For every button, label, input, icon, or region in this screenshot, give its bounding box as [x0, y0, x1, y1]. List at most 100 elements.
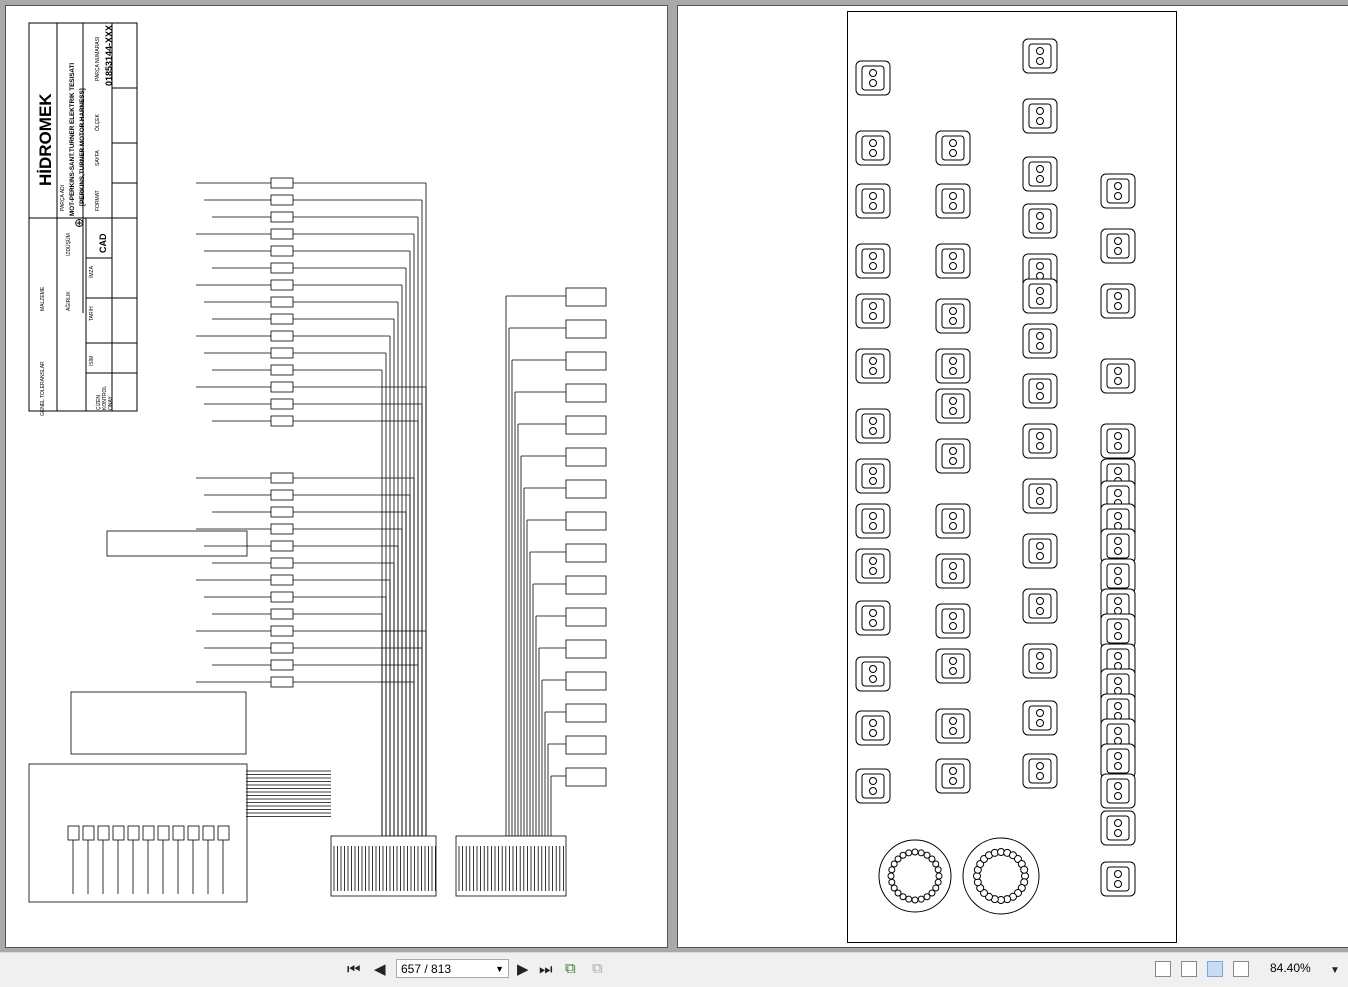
- component: [217, 825, 230, 841]
- pin: [949, 572, 957, 580]
- pin: [949, 357, 957, 365]
- component: [157, 825, 170, 841]
- single-page-view-button[interactable]: [1155, 961, 1171, 977]
- checked-label: KONTROL: [102, 386, 108, 410]
- component: [565, 735, 607, 755]
- pin: [949, 767, 957, 775]
- connector-face: [861, 353, 885, 379]
- pin: [932, 884, 940, 892]
- connector-face: [861, 553, 885, 579]
- component: [270, 676, 294, 688]
- pin: [899, 851, 907, 859]
- component: [270, 211, 294, 223]
- component: [270, 262, 294, 274]
- connector-face: [861, 248, 885, 274]
- pin: [1036, 542, 1044, 550]
- pin: [1036, 762, 1044, 770]
- component: [270, 177, 294, 189]
- pin: [869, 467, 877, 475]
- pin: [1114, 652, 1122, 660]
- part-name-label: PARÇA ADI: [60, 185, 66, 211]
- pin: [869, 149, 877, 157]
- pin: [1114, 367, 1122, 375]
- component: [187, 825, 200, 841]
- connector-face: [1028, 161, 1052, 187]
- pin: [949, 457, 957, 465]
- pin: [1036, 607, 1044, 615]
- zoom-dropdown-icon[interactable]: ▼: [1330, 965, 1340, 976]
- connector-face: [941, 393, 965, 419]
- pin: [1114, 489, 1122, 497]
- next-page-button[interactable]: ▶: [517, 961, 529, 978]
- part-name-line2: [PERKINS,TURNER MOTOR HARNESS]: [79, 88, 86, 206]
- brand-logo: HİDROMEK: [36, 93, 55, 186]
- pin: [1114, 622, 1122, 630]
- component: [270, 625, 294, 637]
- pin: [1114, 819, 1122, 827]
- connector-face: [1106, 778, 1130, 804]
- pin: [949, 202, 957, 210]
- pin: [949, 612, 957, 620]
- pin: [1036, 222, 1044, 230]
- pin: [1114, 829, 1122, 837]
- component: [565, 287, 607, 307]
- component: [270, 347, 294, 359]
- pin: [1036, 597, 1044, 605]
- pin: [1036, 287, 1044, 295]
- continuous-view-button[interactable]: [1181, 961, 1197, 977]
- go-back-view-icon[interactable]: ⧉: [565, 960, 576, 977]
- pin: [949, 262, 957, 270]
- chevron-down-icon[interactable]: ▼: [495, 964, 504, 974]
- pdf-page-right: [677, 5, 1348, 948]
- connector-block: [330, 835, 437, 897]
- pin: [869, 512, 877, 520]
- connector-sheet-frame: [847, 11, 1177, 943]
- pin: [1114, 597, 1122, 605]
- pin: [949, 367, 957, 375]
- pin: [1114, 577, 1122, 585]
- sub-harness: [106, 530, 248, 557]
- last-page-button[interactable]: ⏭: [539, 961, 553, 978]
- pin: [949, 562, 957, 570]
- two-page-continuous-view-button[interactable]: [1233, 961, 1249, 977]
- pin: [1036, 262, 1044, 270]
- pin: [1036, 165, 1044, 173]
- pin: [1036, 392, 1044, 400]
- sub-harness: [70, 691, 247, 755]
- component: [270, 659, 294, 671]
- component: [270, 506, 294, 518]
- connector-face: [861, 135, 885, 161]
- component: [565, 351, 607, 371]
- connector-face: [941, 763, 965, 789]
- pin: [869, 139, 877, 147]
- pin: [869, 192, 877, 200]
- pin: [894, 889, 902, 897]
- first-page-button[interactable]: ⏮: [347, 961, 361, 978]
- pin: [1020, 865, 1029, 874]
- connector-face: [1028, 593, 1052, 619]
- connector-face: [1028, 208, 1052, 234]
- component: [565, 671, 607, 691]
- previous-page-button[interactable]: ◀: [374, 961, 386, 978]
- go-forward-view-icon[interactable]: ⧉: [592, 960, 603, 977]
- component: [270, 364, 294, 376]
- two-page-view-button[interactable]: [1207, 961, 1223, 977]
- pin: [1114, 182, 1122, 190]
- pin: [890, 860, 898, 868]
- connector-face: [861, 65, 885, 91]
- pin: [869, 619, 877, 627]
- pin: [1114, 237, 1122, 245]
- component: [270, 642, 294, 654]
- pin: [869, 609, 877, 617]
- connector-face: [1106, 815, 1130, 841]
- component: [270, 557, 294, 569]
- pin: [869, 777, 877, 785]
- zoom-level[interactable]: 84.40%: [1270, 961, 1311, 975]
- component: [565, 607, 607, 627]
- page-number-input[interactable]: 657 / 813▼: [396, 959, 509, 978]
- component: [565, 575, 607, 595]
- wire-group: [28, 177, 607, 903]
- pin: [917, 849, 925, 857]
- connector-drawings: [855, 38, 1136, 915]
- title-block: HİDROMEK PARÇA ADI MOT-PERKINS-SANT.TURN…: [28, 22, 138, 416]
